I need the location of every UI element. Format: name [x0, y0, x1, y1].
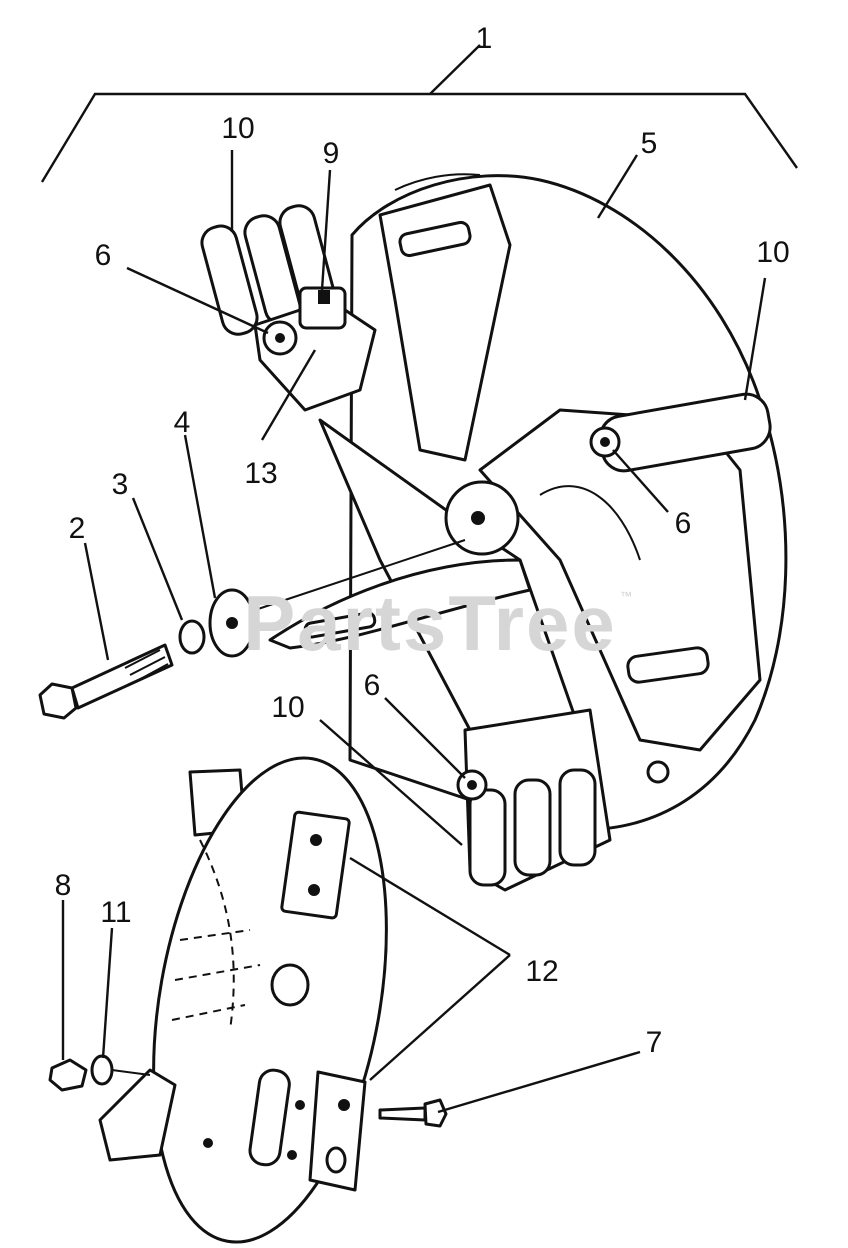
- callout-1: 1: [476, 22, 493, 55]
- lower-disc: [48, 756, 448, 1244]
- callout-6-lower: 6: [364, 669, 381, 702]
- callout-13: 13: [244, 457, 277, 490]
- callout-2: 2: [69, 512, 86, 545]
- callout-11: 11: [100, 896, 131, 929]
- callout-10-right: 10: [756, 236, 789, 269]
- callout-5: 5: [641, 127, 658, 160]
- assembly-bracket: [40, 44, 798, 183]
- callout-4: 4: [174, 406, 191, 439]
- lower-bracket: [456, 708, 670, 892]
- right-bracket: [589, 392, 772, 473]
- right-paddle: [478, 408, 762, 752]
- callout-6-right: 6: [675, 507, 692, 540]
- callout-labels: 1 2 3 4 5 6 6 6 7 8 9 10 10 10 11 12 13: [55, 22, 790, 1059]
- callout-10-lower: 10: [271, 691, 304, 724]
- callout-3: 3: [112, 468, 129, 501]
- upper-paddle: [378, 183, 512, 462]
- callout-8: 8: [55, 869, 72, 902]
- callout-9: 9: [323, 137, 340, 170]
- callout-10-upper: 10: [221, 112, 254, 145]
- callout-6-upper: 6: [95, 239, 112, 272]
- center-hub: [444, 480, 520, 556]
- watermark-trademark: ™: [620, 589, 632, 603]
- watermark-text: PartsTree: [243, 579, 617, 667]
- bolt-assembly: [38, 539, 466, 720]
- watermark: PartsTree ™: [243, 579, 632, 667]
- callout-12: 12: [525, 955, 558, 988]
- upper-left-bracket: [200, 204, 377, 412]
- leader-lines: [61, 150, 767, 1114]
- callout-7: 7: [646, 1026, 663, 1059]
